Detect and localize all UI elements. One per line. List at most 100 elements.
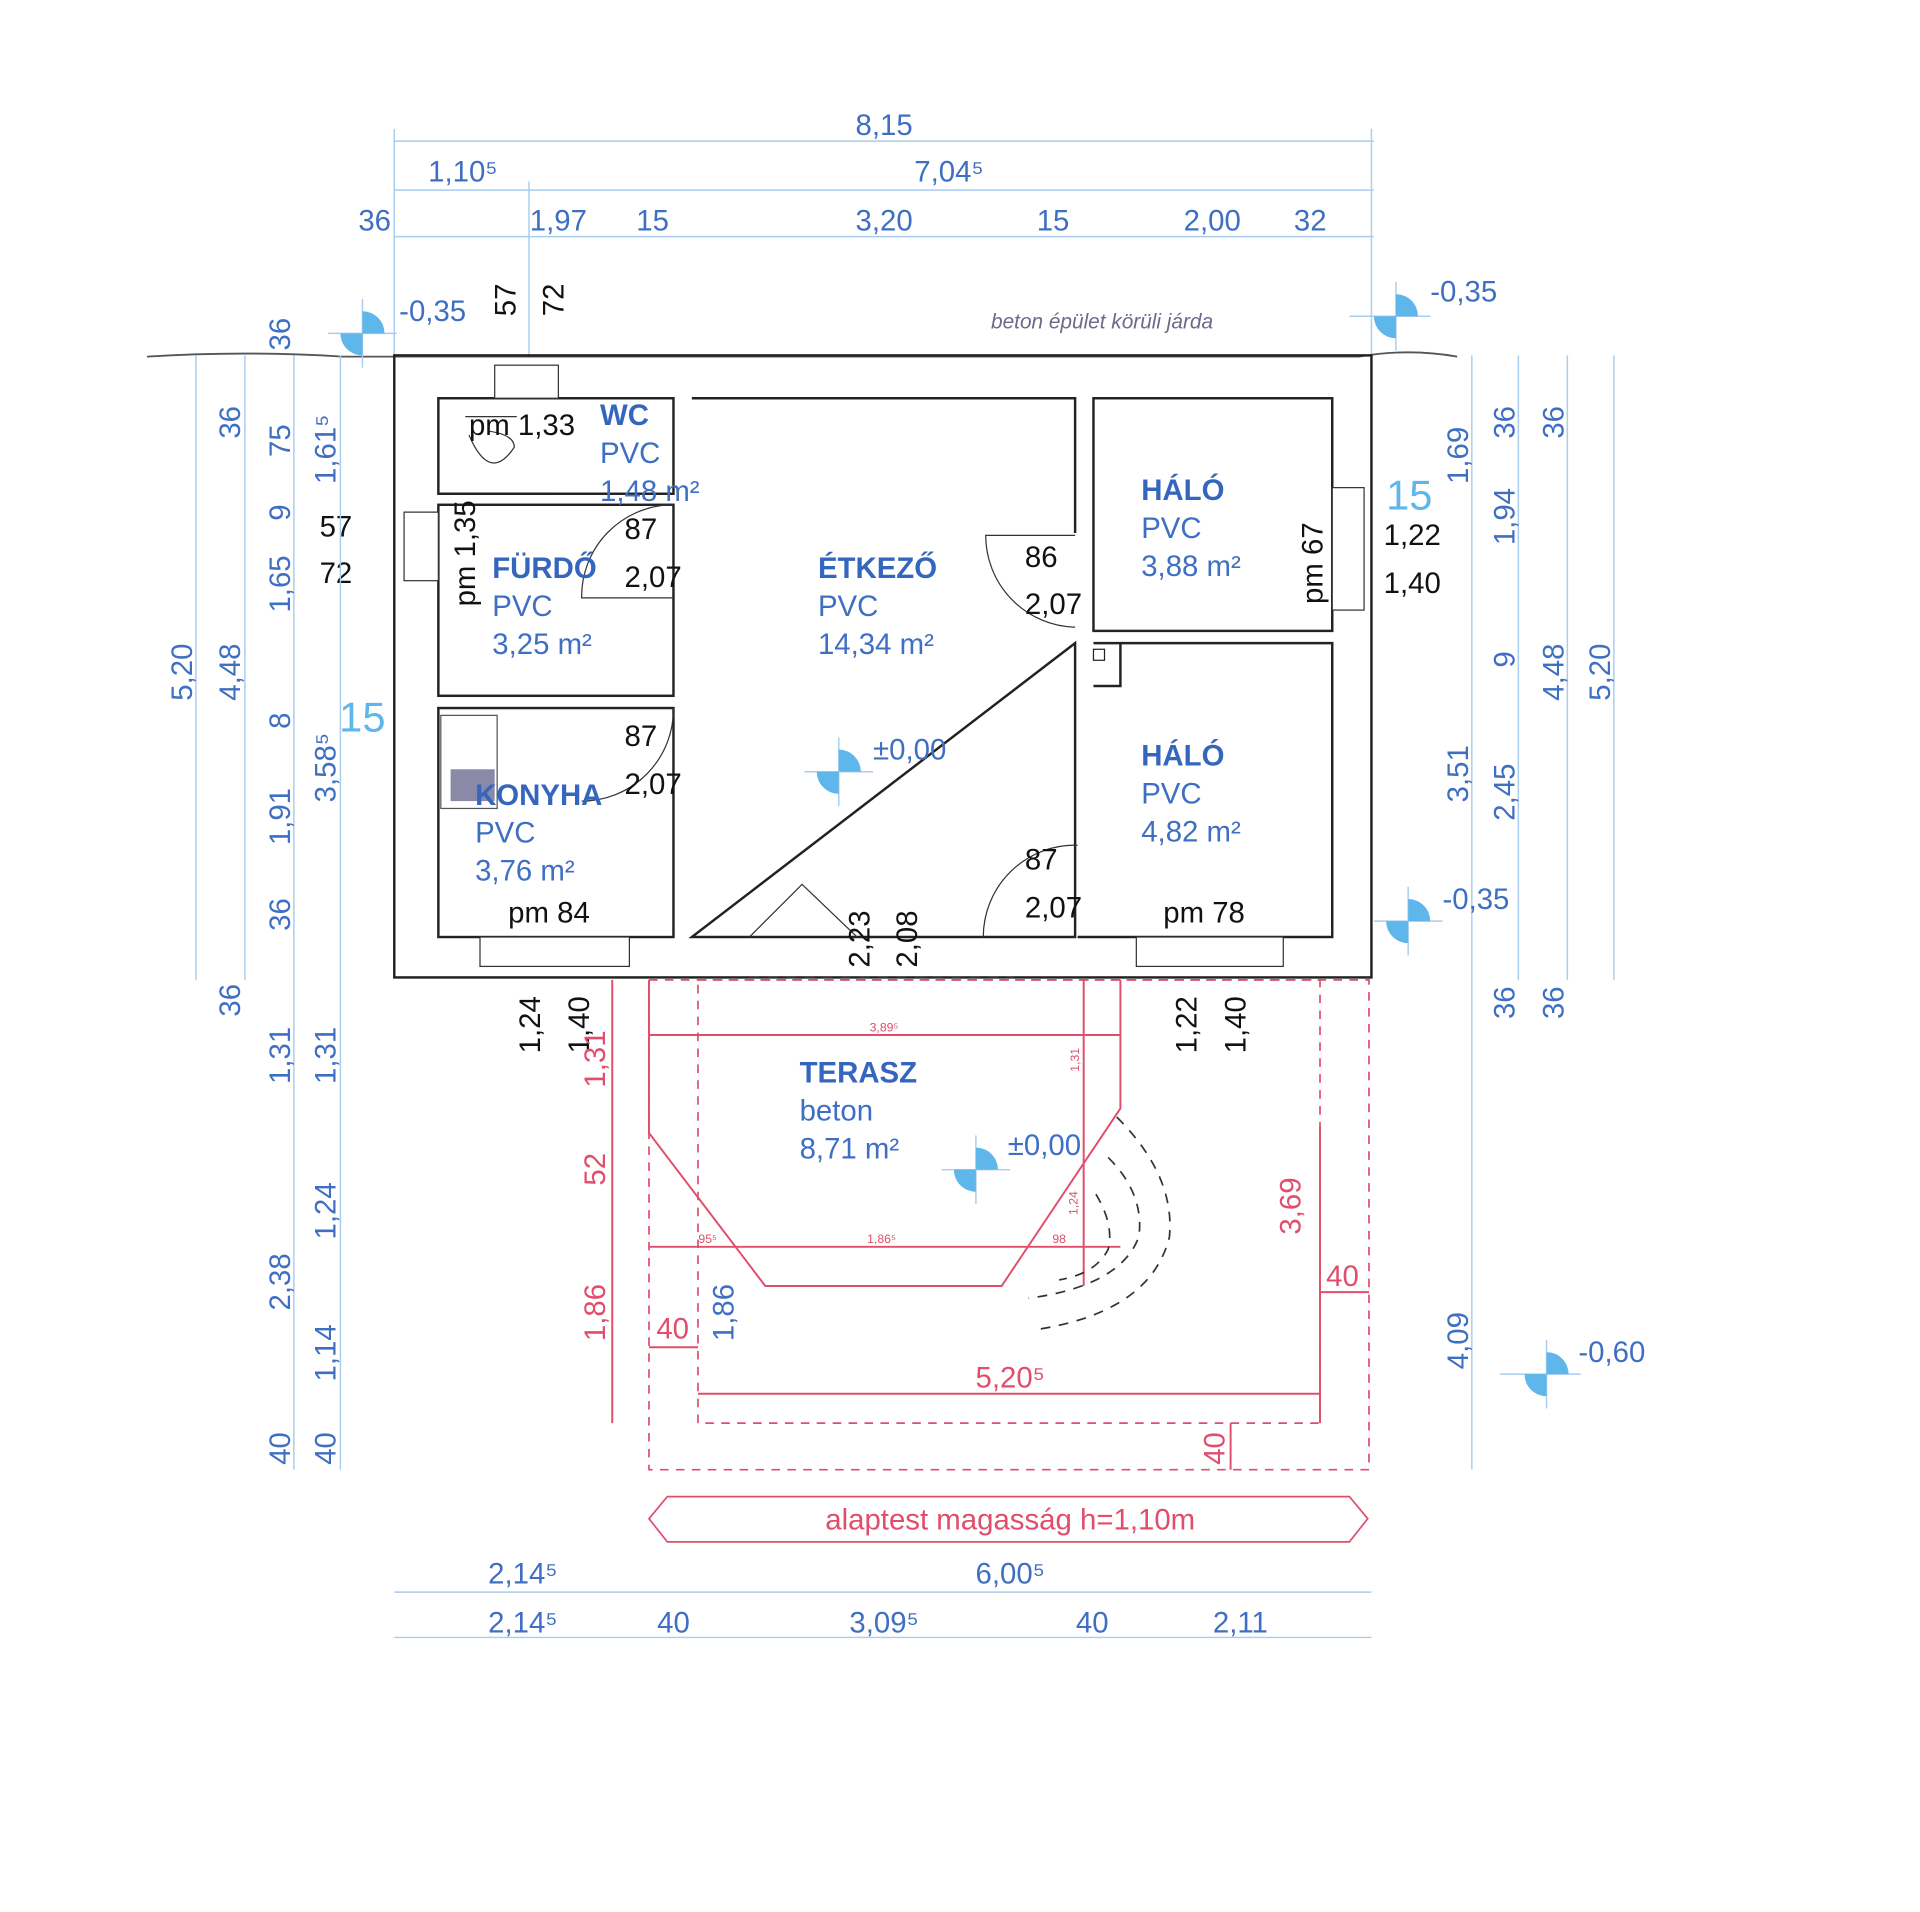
dim-terrace-small: 98 [1052,1232,1066,1246]
dim-terrace: 5,20⁵ [976,1362,1045,1395]
window-dim: 72 [537,284,570,317]
dim-top: 15 [636,204,669,237]
room-floor: PVC [492,590,552,623]
sill-height: pm 1,35 [449,500,482,606]
dim-right: 36 [1538,986,1571,1019]
terrace: 1,31 52 1,86 40 3,69 40 5,20⁵ 40 1,86 3,… [579,979,1370,1543]
level-markers: -0,35 -0,35 ±0,00 -0,35 ±0,00 -0,60 [328,276,1645,1409]
dim-terrace-small: 1,31 [1068,1048,1082,1072]
sidewalk-note: beton épület körüli járda [991,310,1213,333]
window-dim: 57 [320,511,353,544]
dim-left: 36 [214,984,247,1017]
room-labels: WC PVC 1,48 m² FÜRDŐ PVC 3,25 m² ÉTKEZŐ … [475,399,1241,1165]
room-floor: PVC [475,817,535,850]
dim-right: 36 [1489,986,1522,1019]
room-terasz: TERASZ beton 8,71 m² [800,1057,918,1166]
dim-left: 1,14 [310,1324,343,1381]
dim-left: 36 [264,898,297,931]
room-floor: beton [800,1095,874,1128]
level-value: ±0,00 [1008,1129,1081,1162]
dim-bottom: 40 [657,1607,690,1640]
room-furdo: FÜRDŐ PVC 3,25 m² [492,551,596,661]
dim-right: 9 [1489,651,1522,667]
chimney [1092,648,1106,661]
wall-thickness-mark: 15 [339,693,385,740]
dim-right: 3,51 [1442,745,1475,802]
dim-terrace: 40 [1326,1260,1359,1293]
room-floor: PVC [600,437,660,470]
dim-top: 2,00 [1184,204,1241,237]
window-dim: 1,40 [1219,996,1252,1053]
level-value: -0,35 [1442,883,1509,916]
entrance-dim: 2,23 [843,910,876,967]
door-width: 87 [624,513,657,546]
room-area: 4,82 m² [1141,816,1241,849]
room-area: 8,71 m² [800,1133,900,1166]
foundation-note: alaptest magasság h=1,10m [825,1504,1195,1537]
bottom-dimensions: 2,14⁵ 6,00⁵ 2,14⁵ 40 3,09⁵ 40 2,11 [394,1558,1372,1640]
room-halo-1: HÁLÓ PVC 3,88 m² [1141,473,1241,583]
dim-left: 5,20 [166,644,199,701]
dim-terrace: 40 [1198,1432,1231,1465]
level-value: -0,60 [1578,1336,1645,1369]
door-swing [982,844,1078,938]
dim-right: 2,45 [1489,764,1522,821]
dim-left: 4,48 [214,644,247,701]
dim-left: 3,58⁵ [310,733,343,802]
dim-left: 36 [264,318,297,351]
window [479,936,630,968]
door-height: 2,07 [1025,891,1082,924]
dim-right: 4,48 [1538,644,1571,701]
dim-left: 36 [214,406,247,439]
dim-terrace-small: 1,24 [1067,1191,1081,1215]
window-dim: 72 [320,557,353,590]
window [1331,487,1365,611]
level-marker-icon: ±0,00 [804,733,946,807]
door-width: 87 [624,720,657,753]
dim-right: 36 [1538,406,1571,439]
level-value: -0,35 [1430,276,1497,309]
room-floor: PVC [818,590,878,623]
dim-left: 1,31 [310,1027,343,1084]
sink-icon [450,769,495,802]
dim-top: 1,10⁵ [428,156,497,189]
dim-left: 40 [264,1432,297,1465]
ground-line [146,351,1458,358]
room-name: HÁLÓ [1141,473,1224,507]
level-marker-icon: -0,60 [1500,1336,1645,1409]
opening-annotations: pm 1,33 pm 1,35 pm 67 pm 84 pm 78 87 2,0… [320,409,1441,1053]
top-dimensions: 8,15 1,10⁵ 7,04⁵ 36 1,97 15 3,20 15 2,00… [358,109,1374,356]
door-swing [581,504,674,599]
dim-top: 1,97 [530,204,587,237]
dim-right: 36 [1489,406,1522,439]
dim-left: 1,24 [310,1182,343,1239]
dim-terrace: 1,86 [579,1284,612,1341]
door-height: 2,07 [624,768,681,801]
room-name: WC [600,399,649,432]
dim-top: 3,20 [855,204,912,237]
dim-top: 7,04⁵ [914,156,983,189]
dim-bottom: 2,11 [1213,1607,1268,1640]
dim-bottom: 6,00⁵ [976,1558,1045,1591]
dim-terrace: 52 [579,1153,612,1186]
entrance-door [748,883,858,938]
dim-left: 40 [310,1432,343,1465]
room-floor: PVC [1141,512,1201,545]
dim-top: 15 [1037,204,1070,237]
window-dim: 1,22 [1170,996,1203,1053]
room-name: ÉTKEZŐ [818,551,937,585]
dim-bottom: 2,14⁵ [488,1607,557,1640]
room-wc: WC PVC 1,48 m² [600,399,700,508]
room-konyha: KONYHA PVC 3,76 m² [475,779,602,888]
sill-height: pm 67 [1296,522,1329,604]
window-dim: 57 [490,284,523,317]
dim-bottom: 2,14⁵ [488,1558,557,1591]
door-height: 2,07 [1025,588,1082,621]
door-width: 86 [1025,541,1058,574]
level-marker-icon: -0,35 [1373,883,1509,956]
room-name: KONYHA [475,779,602,812]
dim-left: 8 [264,713,297,729]
window [494,364,559,399]
room-etkezo: ÉTKEZŐ PVC 14,34 m² [818,551,937,661]
